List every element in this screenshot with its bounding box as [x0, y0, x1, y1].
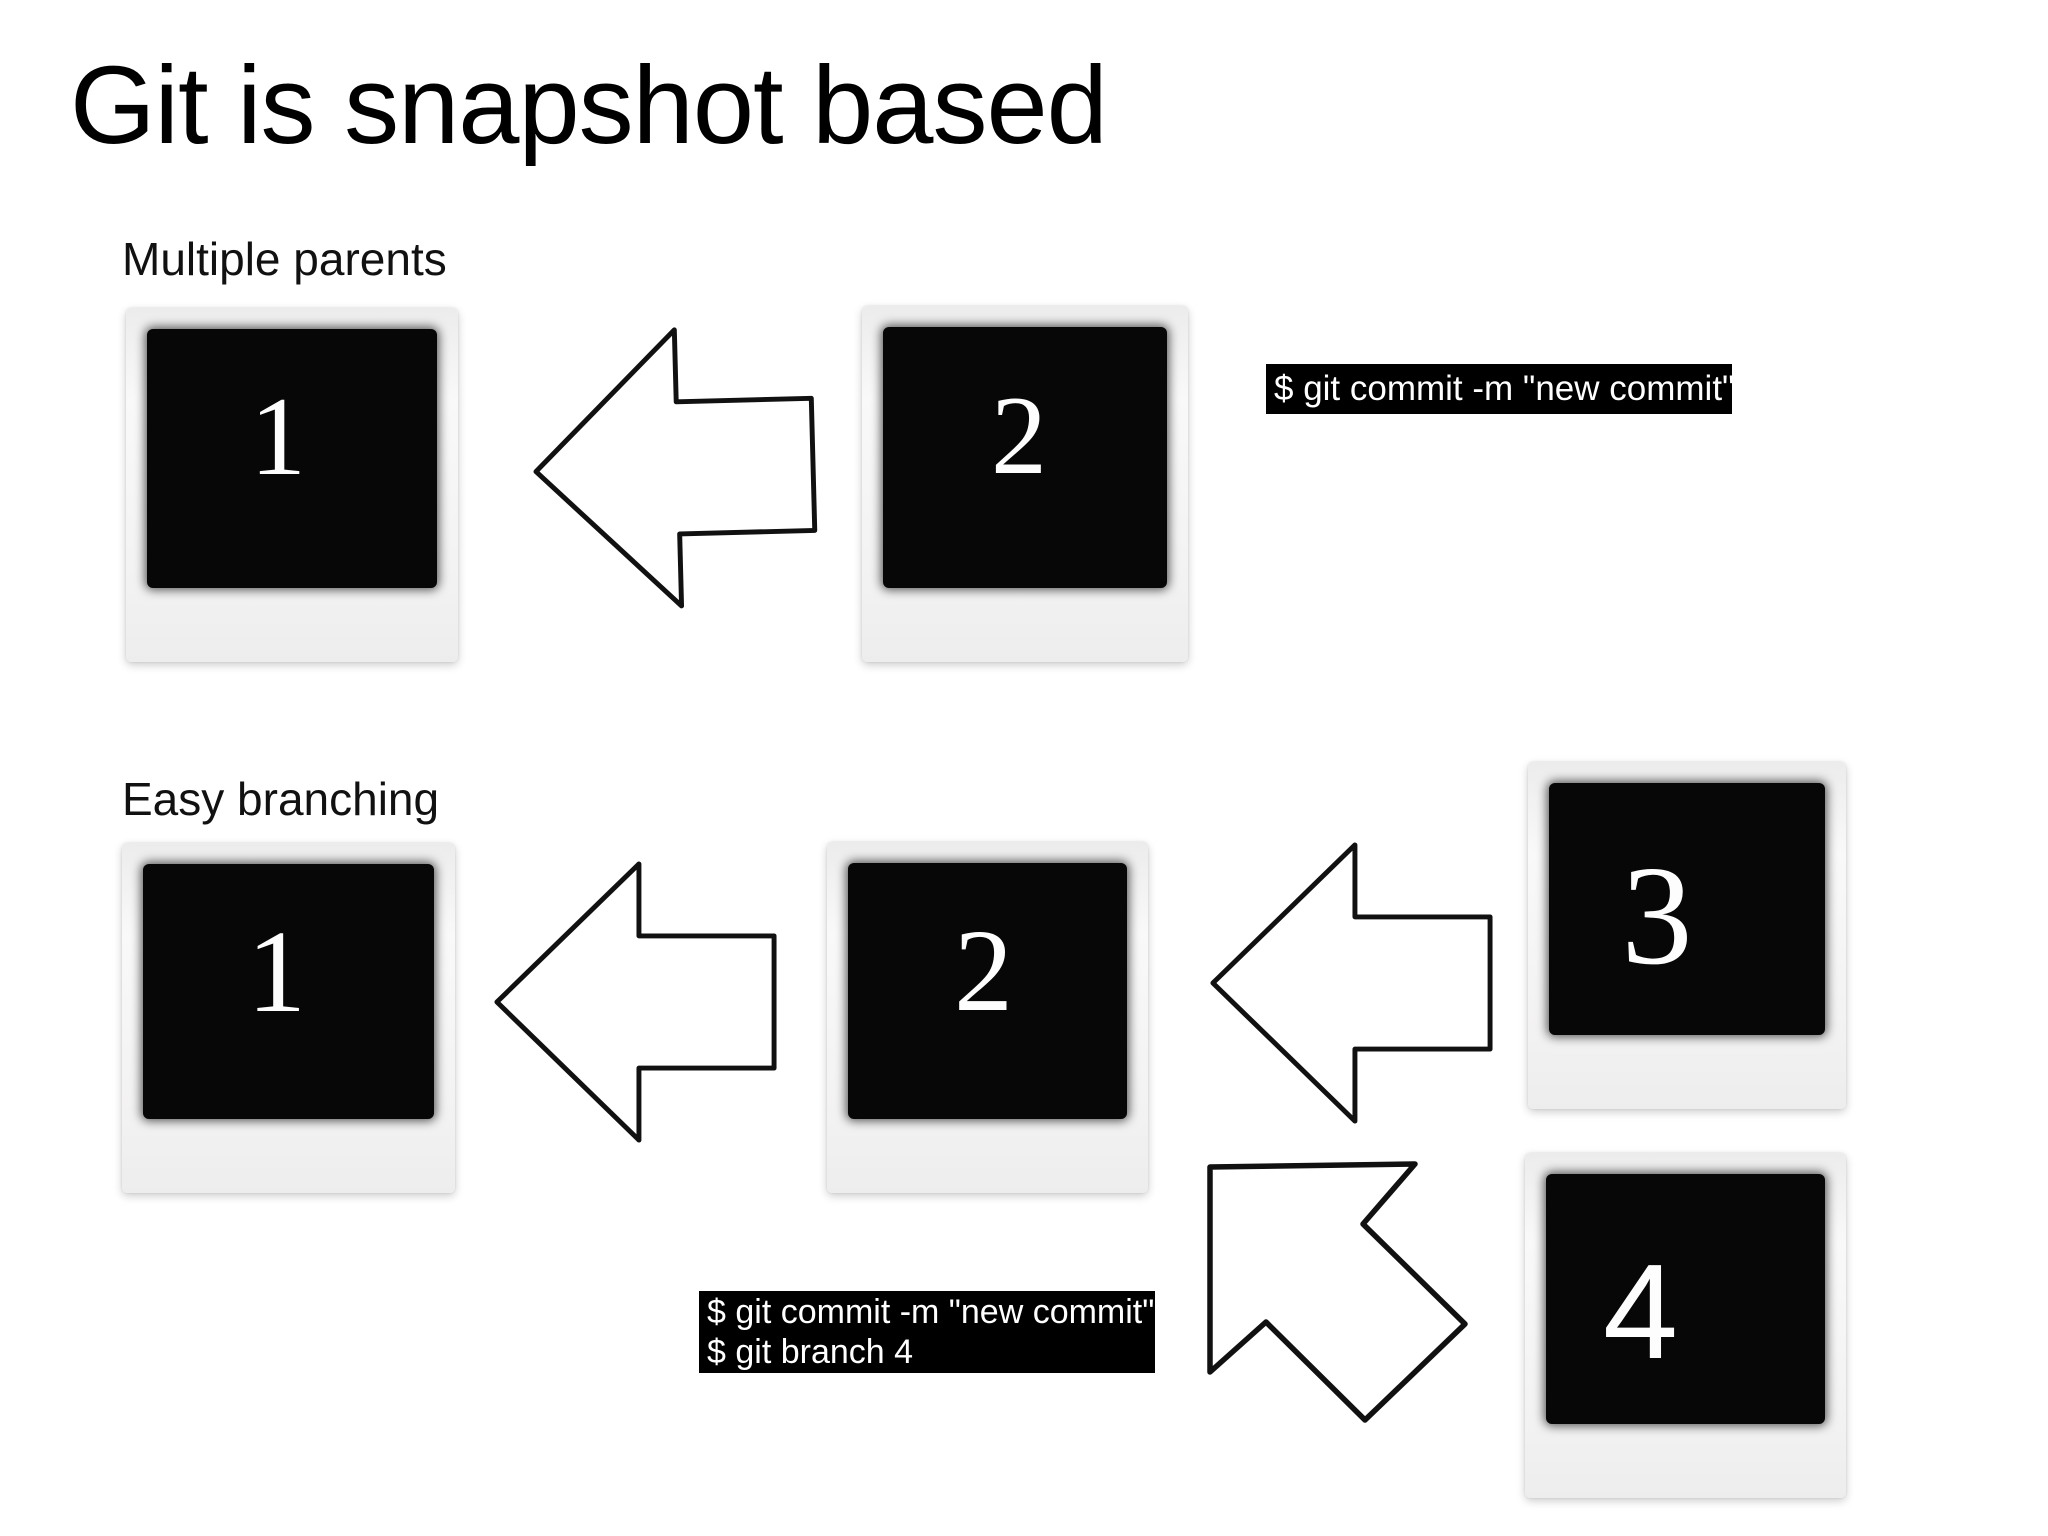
terminal-command-line: $ git commit -m "new commit" [707, 1293, 1155, 1331]
snapshot-frame-mp-1: 1 [126, 308, 458, 662]
snapshot-photo: 2 [883, 327, 1167, 588]
snapshot-frame-eb-4: 4 [1525, 1153, 1846, 1498]
section-label-easy-branching: Easy branching [122, 773, 440, 825]
page-title: Git is snapshot based [70, 44, 1108, 167]
arrow-up-left-icon [1207, 1161, 1468, 1423]
section-label-multiple-parents: Multiple parents [122, 233, 447, 285]
snapshot-number: 1 [247, 905, 306, 1037]
terminal-command-line: $ git branch 4 [707, 1333, 914, 1371]
snapshot-frame-mp-2: 2 [862, 306, 1188, 662]
terminal-command-line: $ git commit -m "new commit" [1274, 369, 1735, 408]
snapshot-number: 3 [1621, 836, 1693, 994]
snapshot-photo: 1 [147, 329, 437, 588]
snapshot-frame-eb-1: 1 [122, 843, 455, 1193]
snapshot-number: 2 [954, 905, 1013, 1036]
snapshot-photo: 4 [1546, 1174, 1825, 1424]
arrow-left-icon [1210, 842, 1493, 1124]
arrow-left-icon [533, 327, 818, 609]
snapshot-photo: 2 [848, 863, 1127, 1119]
terminal-command-box: $ git commit -m "new commit" [1266, 364, 1735, 414]
snapshot-photo: 3 [1549, 783, 1825, 1035]
terminal-command-box: $ git commit -m "new commit" $ git branc… [699, 1291, 1155, 1373]
snapshot-photo: 1 [143, 864, 434, 1119]
snapshot-frame-eb-2: 2 [827, 842, 1148, 1193]
snapshot-number: 4 [1602, 1235, 1679, 1387]
snapshot-frame-eb-3: 3 [1528, 762, 1846, 1109]
snapshot-number: 1 [250, 374, 306, 499]
arrow-left-icon [494, 861, 777, 1143]
snapshot-number: 2 [991, 373, 1047, 498]
